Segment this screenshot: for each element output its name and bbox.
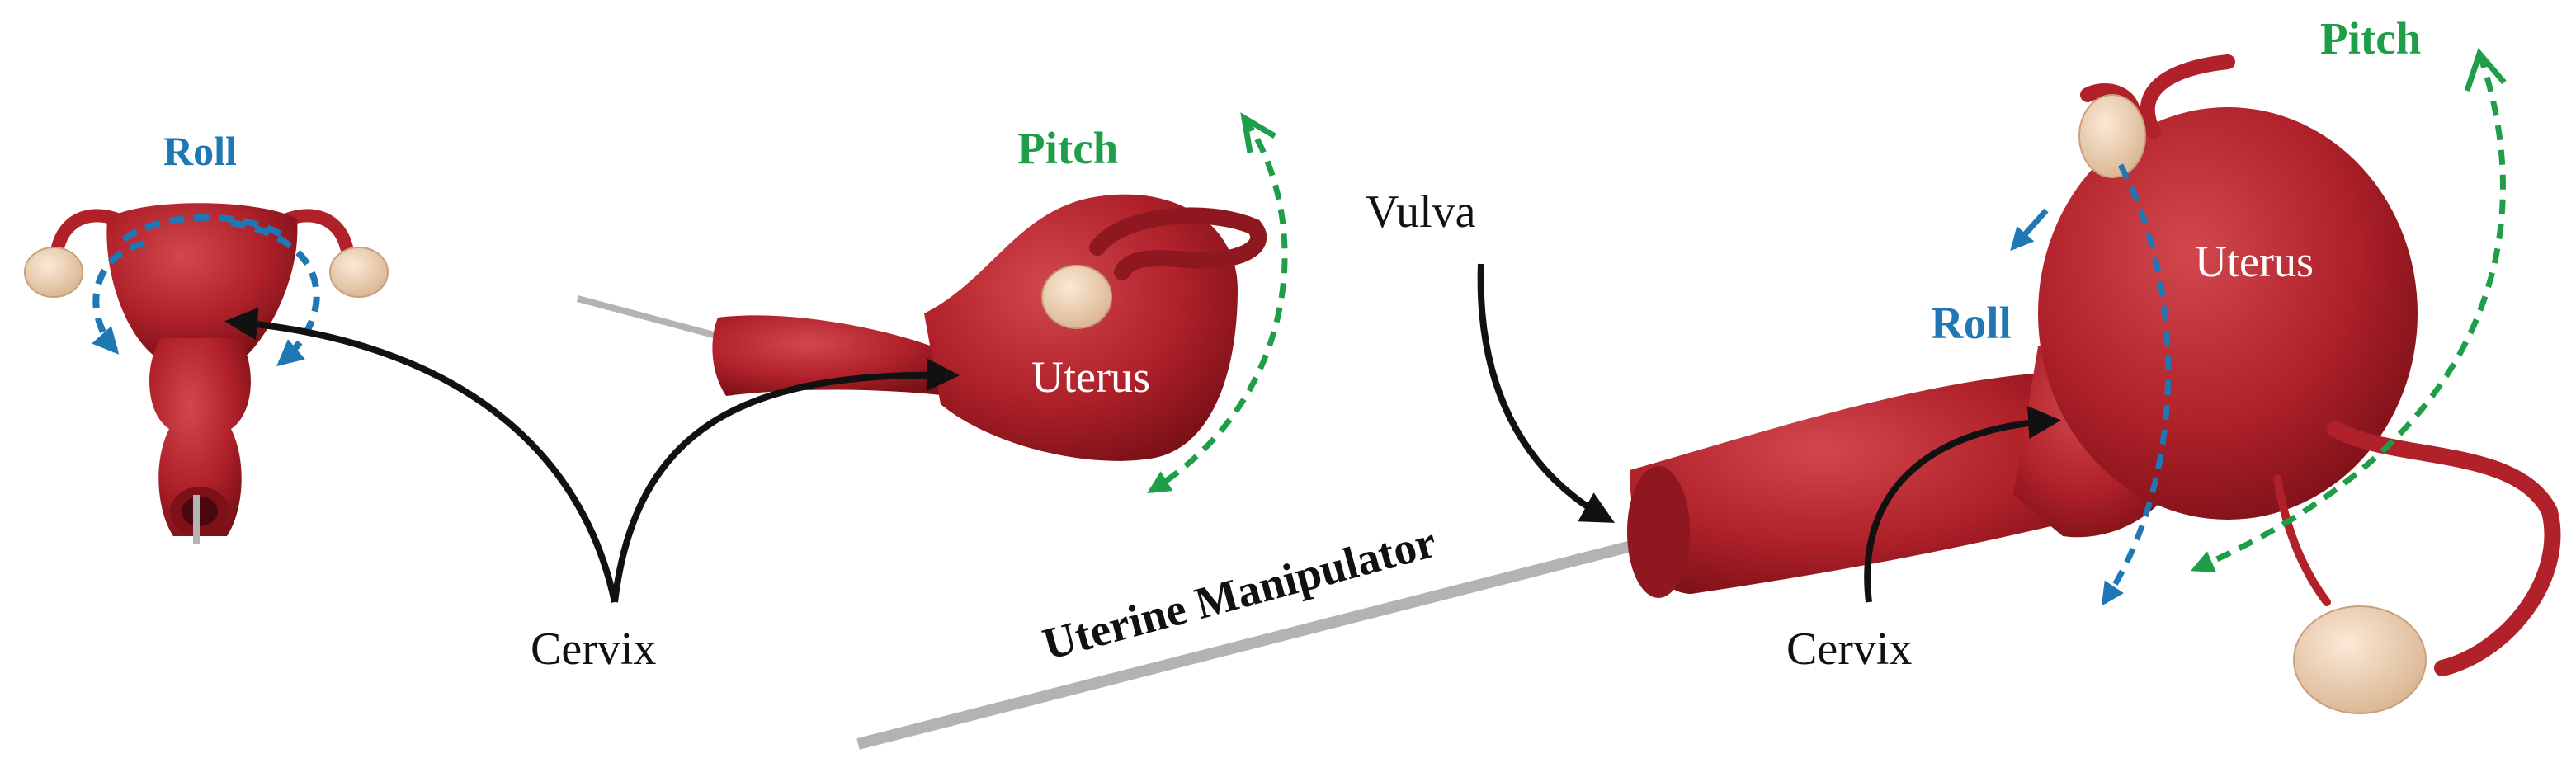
uterus-body-right bbox=[2038, 107, 2418, 520]
pitch-arrow-right bbox=[2190, 52, 2506, 572]
fallopian-tube-side bbox=[1089, 207, 1267, 280]
ovary-right bbox=[329, 247, 389, 298]
cervix-pointer-right bbox=[1864, 406, 2061, 603]
ovary-top bbox=[2078, 94, 2146, 178]
uterine-manipulator-rod bbox=[856, 539, 1639, 750]
roll-label-left: Roll bbox=[163, 128, 237, 174]
cervix-front bbox=[149, 338, 251, 536]
pitch-label-middle: Pitch bbox=[1017, 123, 1118, 173]
roll-arrow-right bbox=[230, 219, 320, 367]
manipulator-rod-side bbox=[576, 295, 728, 341]
vulva-pointer bbox=[1477, 263, 1616, 523]
front-view-uterus bbox=[24, 203, 389, 544]
vaginal-opening bbox=[1627, 466, 1690, 598]
cervix-pointer-left bbox=[224, 307, 618, 603]
side-view-uterus bbox=[576, 112, 1288, 493]
fallopian-tube-bottom bbox=[2327, 421, 2561, 676]
cervix-label-left: Cervix bbox=[531, 624, 656, 675]
roll-label-right: Roll bbox=[1931, 298, 2012, 348]
roll-arrow-right bbox=[2101, 163, 2172, 606]
uterus-label-middle: Uterus bbox=[1031, 352, 1150, 402]
cervix-pointer-middle bbox=[611, 358, 960, 603]
uterus-label-right: Uterus bbox=[2195, 237, 2314, 286]
ovary-left bbox=[24, 247, 83, 298]
ovary-side bbox=[1041, 265, 1112, 329]
vulva-label: Vulva bbox=[1366, 186, 1476, 238]
pitch-arrow-middle bbox=[1147, 115, 1288, 493]
ovary-bottom bbox=[2293, 605, 2427, 714]
pitch-label-right: Pitch bbox=[2320, 13, 2421, 64]
cervix-label-right: Cervix bbox=[1786, 624, 1912, 675]
